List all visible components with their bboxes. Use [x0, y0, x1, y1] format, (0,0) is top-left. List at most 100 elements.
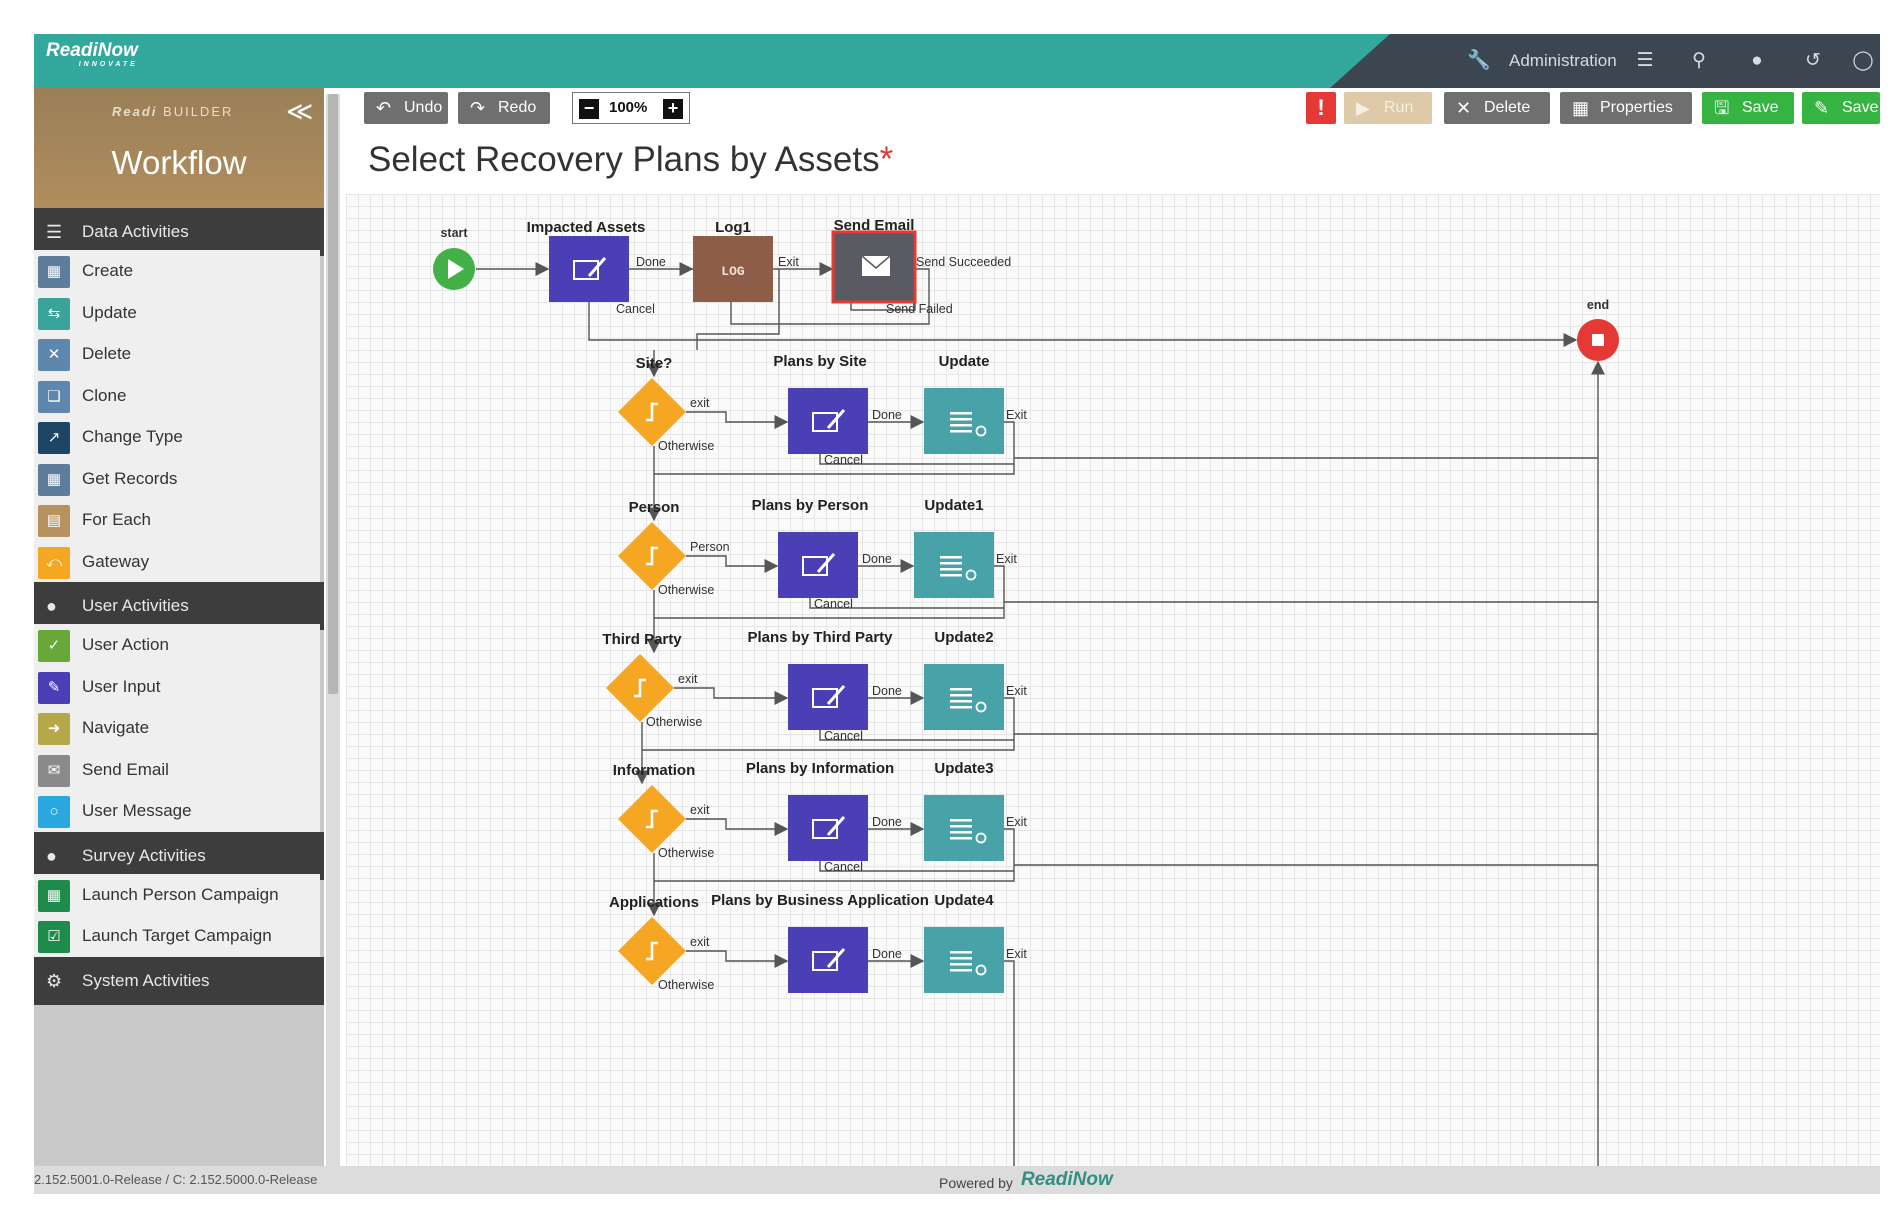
- plan-node-3-box[interactable]: [788, 795, 868, 861]
- delete-button[interactable]: ✕Delete: [1444, 92, 1550, 124]
- toolbox-item-user-input[interactable]: ✎User Input: [34, 665, 320, 712]
- plan-node-2[interactable]: [788, 664, 868, 730]
- plan-node-2-box[interactable]: [788, 664, 868, 730]
- gateway-node-1[interactable]: [618, 522, 686, 590]
- update-node-4[interactable]: [924, 927, 1004, 993]
- start-label: start: [440, 226, 468, 240]
- readinow-logo[interactable]: ReadiNow INNOVATE: [46, 40, 138, 68]
- properties-icon: ▦: [1572, 98, 1590, 118]
- search-icon[interactable]: ⚲: [1692, 50, 1706, 71]
- chat-icon[interactable]: ◯: [1852, 50, 1874, 71]
- update-label-0: Update: [939, 353, 990, 370]
- zoom-in-button[interactable]: +: [663, 99, 683, 119]
- toolbox-item-change-type[interactable]: ↗Change Type: [34, 416, 320, 462]
- impacted-assets-node[interactable]: [549, 236, 629, 302]
- redo-button[interactable]: ↷Redo: [458, 92, 550, 124]
- plan-node-4-box[interactable]: [788, 927, 868, 993]
- edge-label-otherwise-1: Otherwise: [658, 583, 714, 597]
- page-title: Select Recovery Plans by Assets*: [368, 140, 893, 180]
- gateway-node-4[interactable]: [618, 917, 686, 985]
- section-user-activities[interactable]: ●User Activities: [34, 582, 324, 630]
- toolbox-item-label: Launch Target Campaign: [82, 926, 272, 945]
- toolbox-item-create[interactable]: ▦Create: [34, 250, 320, 296]
- list-icon-line: [950, 969, 972, 972]
- edit-icon: [812, 951, 838, 971]
- update-node-2[interactable]: [924, 664, 1004, 730]
- edge-label-done-2: Done: [872, 684, 902, 698]
- refresh-icon: [975, 832, 987, 844]
- run-button[interactable]: ▶Run: [1344, 92, 1432, 124]
- toolbox-item-gateway[interactable]: ⤺Gateway: [34, 540, 320, 587]
- impacted-assets-node-box[interactable]: [549, 236, 629, 302]
- update-node-0[interactable]: [924, 388, 1004, 454]
- update-node-1[interactable]: [914, 532, 994, 598]
- properties-button[interactable]: ▦Properties: [1560, 92, 1692, 124]
- plan-node-3[interactable]: [788, 795, 868, 861]
- plan-node-1[interactable]: [778, 532, 858, 598]
- workflow-connectors: [476, 262, 1605, 1166]
- connector-line: [819, 454, 1014, 465]
- footer-logo: ReadiNow: [1020, 1169, 1113, 1190]
- update-node-1-box[interactable]: [914, 532, 994, 598]
- history-icon[interactable]: ↺: [1805, 50, 1821, 71]
- administration-link[interactable]: Administration: [1509, 51, 1617, 70]
- edge-label-branch-2: exit: [678, 672, 698, 686]
- sidebar-scrollbar[interactable]: [326, 94, 340, 1174]
- toolbox-item-delete[interactable]: ✕Delete: [34, 333, 320, 379]
- update-node-2-box[interactable]: [924, 664, 1004, 730]
- edge-label-otherwise-2: Otherwise: [646, 715, 702, 729]
- save-button[interactable]: 🖫Save: [1702, 92, 1794, 124]
- undo-button[interactable]: ↶Undo: [364, 92, 448, 124]
- toolbox-item-launch-target-campaign[interactable]: ☑Launch Target Campaign: [34, 915, 320, 961]
- clone-icon: ❏: [38, 380, 70, 413]
- user-icon[interactable]: ●: [1751, 50, 1763, 71]
- builder-text: BUILDER: [163, 104, 234, 119]
- gateway-label-4: Applications: [609, 894, 699, 911]
- plan-node-0[interactable]: [788, 388, 868, 454]
- menu-icon[interactable]: ☰: [1636, 50, 1654, 71]
- gateway-node-2[interactable]: [606, 654, 674, 722]
- log1-node-box[interactable]: [693, 236, 773, 302]
- toolbox-item-label: User Action: [82, 635, 169, 654]
- section-survey-activities[interactable]: ●Survey Activities: [34, 831, 324, 880]
- sidebar-scrollbar-thumb[interactable]: [328, 94, 338, 694]
- edge-label-exit: Exit: [778, 255, 799, 269]
- update-node-0-box[interactable]: [924, 388, 1004, 454]
- wrench-icon[interactable]: 🔧: [1467, 50, 1491, 71]
- plan-node-0-box[interactable]: [788, 388, 868, 454]
- collapse-sidebar-icon[interactable]: ≪: [286, 96, 314, 126]
- update-node-4-box[interactable]: [924, 927, 1004, 993]
- undo-icon: ↶: [376, 98, 392, 118]
- send-email-node[interactable]: [831, 230, 917, 304]
- update-node-3-box[interactable]: [924, 795, 1004, 861]
- connector-line: [819, 730, 1014, 741]
- gateway-node-3[interactable]: [618, 785, 686, 853]
- toolbox-item-clone[interactable]: ❏Clone: [34, 374, 320, 421]
- plan-node-4[interactable]: [788, 927, 868, 993]
- toolbox-item-get-records[interactable]: ▦Get Records: [34, 457, 320, 504]
- section-system-activities[interactable]: ⚙System Activities: [34, 956, 324, 1005]
- connector-line: [696, 269, 780, 350]
- update-node-3[interactable]: [924, 795, 1004, 861]
- plan-node-1-box[interactable]: [778, 532, 858, 598]
- toolbox-item-launch-person-campaign[interactable]: ▦Launch Person Campaign: [34, 873, 320, 920]
- toolbox-item-for-each[interactable]: ▤For Each: [34, 499, 320, 545]
- toolbox-item-user-message[interactable]: ○User Message: [34, 790, 320, 836]
- section-data-activities[interactable]: ☰Data Activities: [34, 208, 324, 256]
- toolbox-item-navigate[interactable]: ➜Navigate: [34, 707, 320, 753]
- section-label: Survey Activities: [82, 845, 206, 865]
- gateway-node-0[interactable]: [618, 378, 686, 446]
- toolbox-item-label: Create: [82, 261, 134, 280]
- workflow-toolbox-sidebar: Readi BUILDER ≪ Workflow ☰Data Activitie…: [34, 88, 324, 1166]
- toolbox-item-update[interactable]: ⇆Update: [34, 291, 320, 338]
- toolbox-item-user-action[interactable]: ✓User Action: [34, 624, 320, 670]
- zoom-out-button[interactable]: −: [579, 99, 599, 119]
- log1-node[interactable]: LOG: [693, 236, 773, 302]
- warning-button[interactable]: !: [1306, 92, 1336, 124]
- pencil-icon: [816, 553, 836, 573]
- edge-label-done-3: Done: [872, 815, 902, 829]
- save-as-button[interactable]: ✎Save: [1802, 92, 1880, 124]
- toolbox-item-send-email[interactable]: ✉Send Email: [34, 748, 320, 795]
